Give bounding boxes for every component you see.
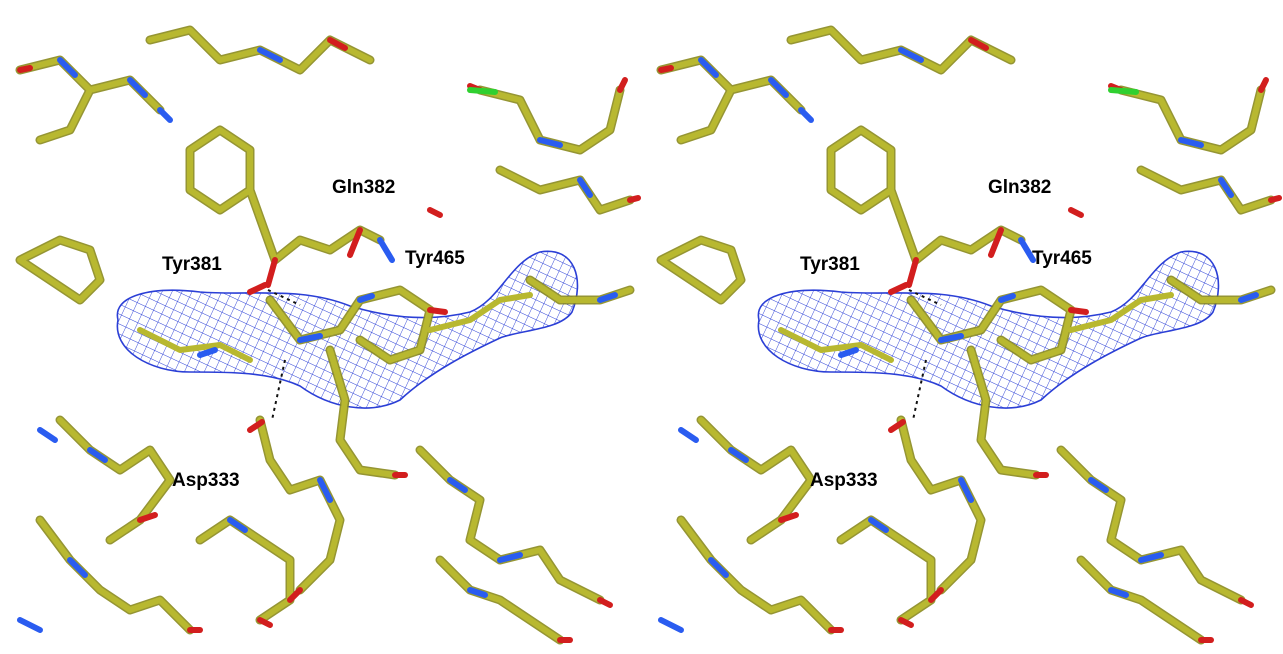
label-asp333-right: Asp333 bbox=[810, 470, 878, 491]
stereo-panel-left: Gln382 Tyr381 Tyr465 Asp333 bbox=[20, 30, 638, 640]
label-asp333: Asp333 bbox=[172, 470, 240, 491]
label-gln382: Gln382 bbox=[332, 177, 395, 198]
label-tyr381: Tyr381 bbox=[162, 254, 222, 275]
label-tyr465-right: Tyr465 bbox=[1032, 248, 1092, 269]
label-gln382-right: Gln382 bbox=[988, 177, 1051, 198]
stereo-panel-right: Gln382 Tyr381 Tyr465 Asp333 bbox=[661, 30, 1279, 640]
label-tyr465: Tyr465 bbox=[405, 248, 465, 269]
label-tyr381-right: Tyr381 bbox=[800, 254, 860, 275]
